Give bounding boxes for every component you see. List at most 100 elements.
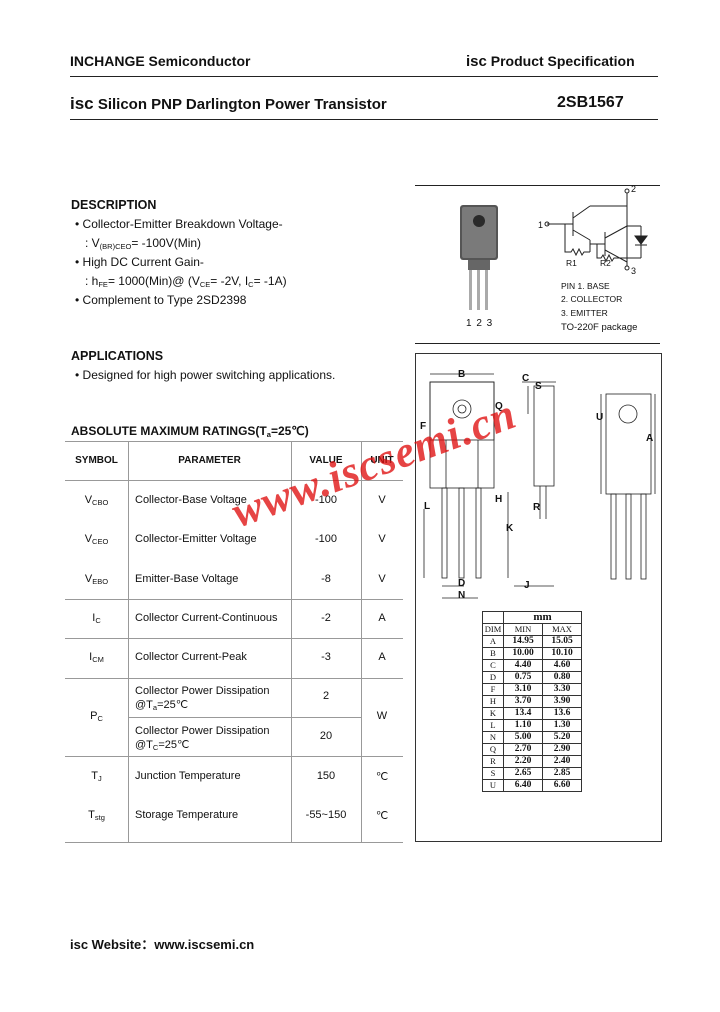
desc-sub-1: (BR)CEO [99, 242, 132, 251]
schematic-pin-2: 2 [631, 184, 637, 194]
dim-min: 2.65 [503, 767, 543, 780]
row-parameter: Storage Temperature [135, 809, 239, 821]
footer-label: isc Website： [70, 937, 155, 952]
row-unit: V [378, 573, 386, 585]
row-unit: A [378, 651, 386, 663]
dim-max: 6.60 [542, 779, 582, 792]
dim-min: 3.70 [503, 695, 543, 708]
desc-bullet-2: • High DC Current Gain- [75, 255, 204, 269]
row-divider [65, 599, 403, 600]
dim-max: 13.6 [542, 707, 582, 720]
ratings-table: SYMBOL PARAMETER VALUE UNIT VCBO Collect… [65, 441, 403, 843]
schematic-pin-1: 1 [538, 220, 544, 230]
title-text: Silicon PNP Darlington Power Transistor [97, 96, 387, 113]
header-rule-2 [70, 119, 658, 120]
dim-label-a: A [646, 433, 654, 444]
row-symbol: ICM [65, 651, 128, 664]
dim-min: 13.4 [503, 707, 543, 720]
darlington-schematic [544, 188, 648, 271]
dim-min: 0.75 [503, 671, 543, 684]
desc-lead-1: : V [85, 236, 100, 250]
dim-name: K [482, 707, 504, 720]
pin-1-label: PIN 1. BASE [561, 281, 610, 291]
col-value-header: VALUE [309, 455, 343, 466]
schematic-r1: R1 [566, 258, 577, 268]
symbol-sub: CM [92, 655, 104, 664]
dim-label-b: B [458, 369, 466, 380]
pc-cond-1: @T [135, 699, 153, 711]
pc-cond-sub-1: a [152, 703, 158, 712]
pkg-box-bottom [415, 343, 660, 344]
dim-label-l: L [424, 501, 431, 512]
symbol-main: V [84, 573, 93, 585]
symbol-main: I [89, 651, 93, 663]
dim-label-d: D [458, 578, 466, 589]
dim-corner [482, 611, 504, 624]
dim-max: 15.05 [542, 635, 582, 648]
desc-bullet-1: • Collector-Emitter Breakdown Voltage- [75, 217, 283, 231]
dim-min: 1.10 [503, 719, 543, 732]
dim-max: 3.30 [542, 683, 582, 696]
row-value: -100 [314, 494, 338, 506]
row-symbol: IC [65, 612, 128, 625]
row-parameter: Junction Temperature [135, 770, 241, 782]
desc-mid-2: = 1000(Min)@ (V [107, 274, 200, 288]
dim-label-r: R [533, 502, 541, 513]
app-text-1: Designed for high power switching applic… [82, 368, 336, 382]
symbol-sub: J [97, 774, 102, 783]
row-symbol: VCBO [65, 494, 128, 507]
desc-mid-2b: = -2V, I [210, 274, 249, 288]
dim-name: U [482, 779, 504, 792]
row-value: -55~150 [305, 809, 347, 821]
desc-sub-2c: C [248, 280, 254, 289]
spec-label: isc Product Specification [466, 53, 635, 70]
dim-label-k: K [506, 523, 514, 534]
row-divider [128, 717, 361, 718]
pkg-box-top [415, 185, 660, 186]
dim-min: 6.40 [503, 779, 543, 792]
row-unit: V [378, 494, 386, 506]
dim-col-header: DIM [482, 623, 504, 636]
row-parameter: Collector-Base Voltage [135, 494, 247, 506]
dim-min: 14.95 [503, 635, 543, 648]
row-symbol: VCEO [65, 533, 128, 546]
dim-label-s: S [535, 381, 542, 392]
pc-param-1: Collector Power Dissipation [135, 685, 270, 697]
title-prefix: isc [70, 94, 94, 113]
schematic-r2: R2 [600, 258, 611, 268]
dim-max: 2.85 [542, 767, 582, 780]
row-parameter: Collector Current-Continuous [135, 612, 278, 624]
dim-min: 4.40 [503, 659, 543, 672]
row-unit-pc: W [376, 710, 388, 722]
col-symbol-header: SYMBOL [75, 455, 118, 466]
desc-end-2: = -1A) [253, 274, 287, 288]
symbol-main: I [92, 612, 96, 624]
row-parameter: Emitter-Base Voltage [135, 573, 239, 585]
spec-prefix: isc [466, 53, 487, 70]
pin-3-label: 3. EMITTER [561, 308, 608, 318]
dim-min: 2.70 [503, 743, 543, 756]
row-unit: ℃ [375, 810, 389, 822]
symbol-main: P [90, 710, 98, 722]
dim-name: A [482, 635, 504, 648]
desc-sub-2b: CE [199, 280, 211, 289]
schematic-pin-3: 3 [631, 266, 637, 276]
dim-min: 2.20 [503, 755, 543, 768]
min-col-header: MIN [503, 623, 543, 636]
desc-text-1: Collector-Emitter Breakdown Voltage- [82, 217, 283, 231]
dim-name: C [482, 659, 504, 672]
row-symbol: TJ [65, 770, 128, 783]
desc-text-2: High DC Current Gain- [82, 255, 204, 269]
row-divider [65, 480, 403, 481]
row-value: -2 [321, 612, 331, 624]
footer-url[interactable]: www.iscsemi.cn [154, 937, 255, 952]
row-unit: ℃ [375, 771, 389, 783]
row-divider [65, 678, 403, 679]
